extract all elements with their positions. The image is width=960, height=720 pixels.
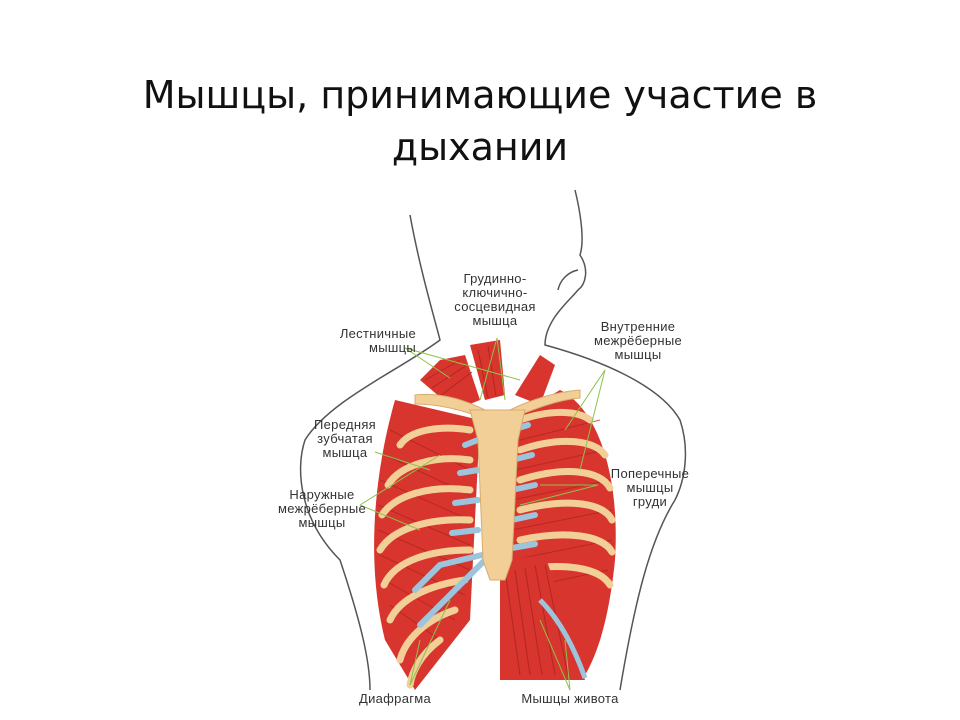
- leader-lines: [359, 337, 606, 691]
- sternum-and-clavicles: [414, 389, 581, 581]
- label-scalene-muscles: Лестничные мышцы: [339, 326, 416, 355]
- label-transverse-thoracic: Поперечные мышцы груди: [610, 466, 690, 509]
- slide-title: Мышцы, принимающие участие в дыхании: [142, 73, 818, 170]
- label-diaphragm: Диафрагма: [358, 691, 432, 706]
- label-internal-intercostal: Внутренние межрёберные мышцы: [594, 319, 682, 362]
- label-serratus-anterior: Передняя зубчатая мышца: [314, 417, 376, 460]
- label-abdominal-muscles: Мышцы живота: [521, 691, 619, 706]
- neck-muscles: [420, 340, 555, 410]
- body-outline: [299, 189, 687, 691]
- label-sternocleidomastoid: Грудинно- ключично- сосцевидная мышца: [454, 271, 536, 328]
- label-external-intercostal: Наружные межрёберные мышцы: [278, 487, 366, 530]
- abdominal-muscles: [500, 555, 588, 680]
